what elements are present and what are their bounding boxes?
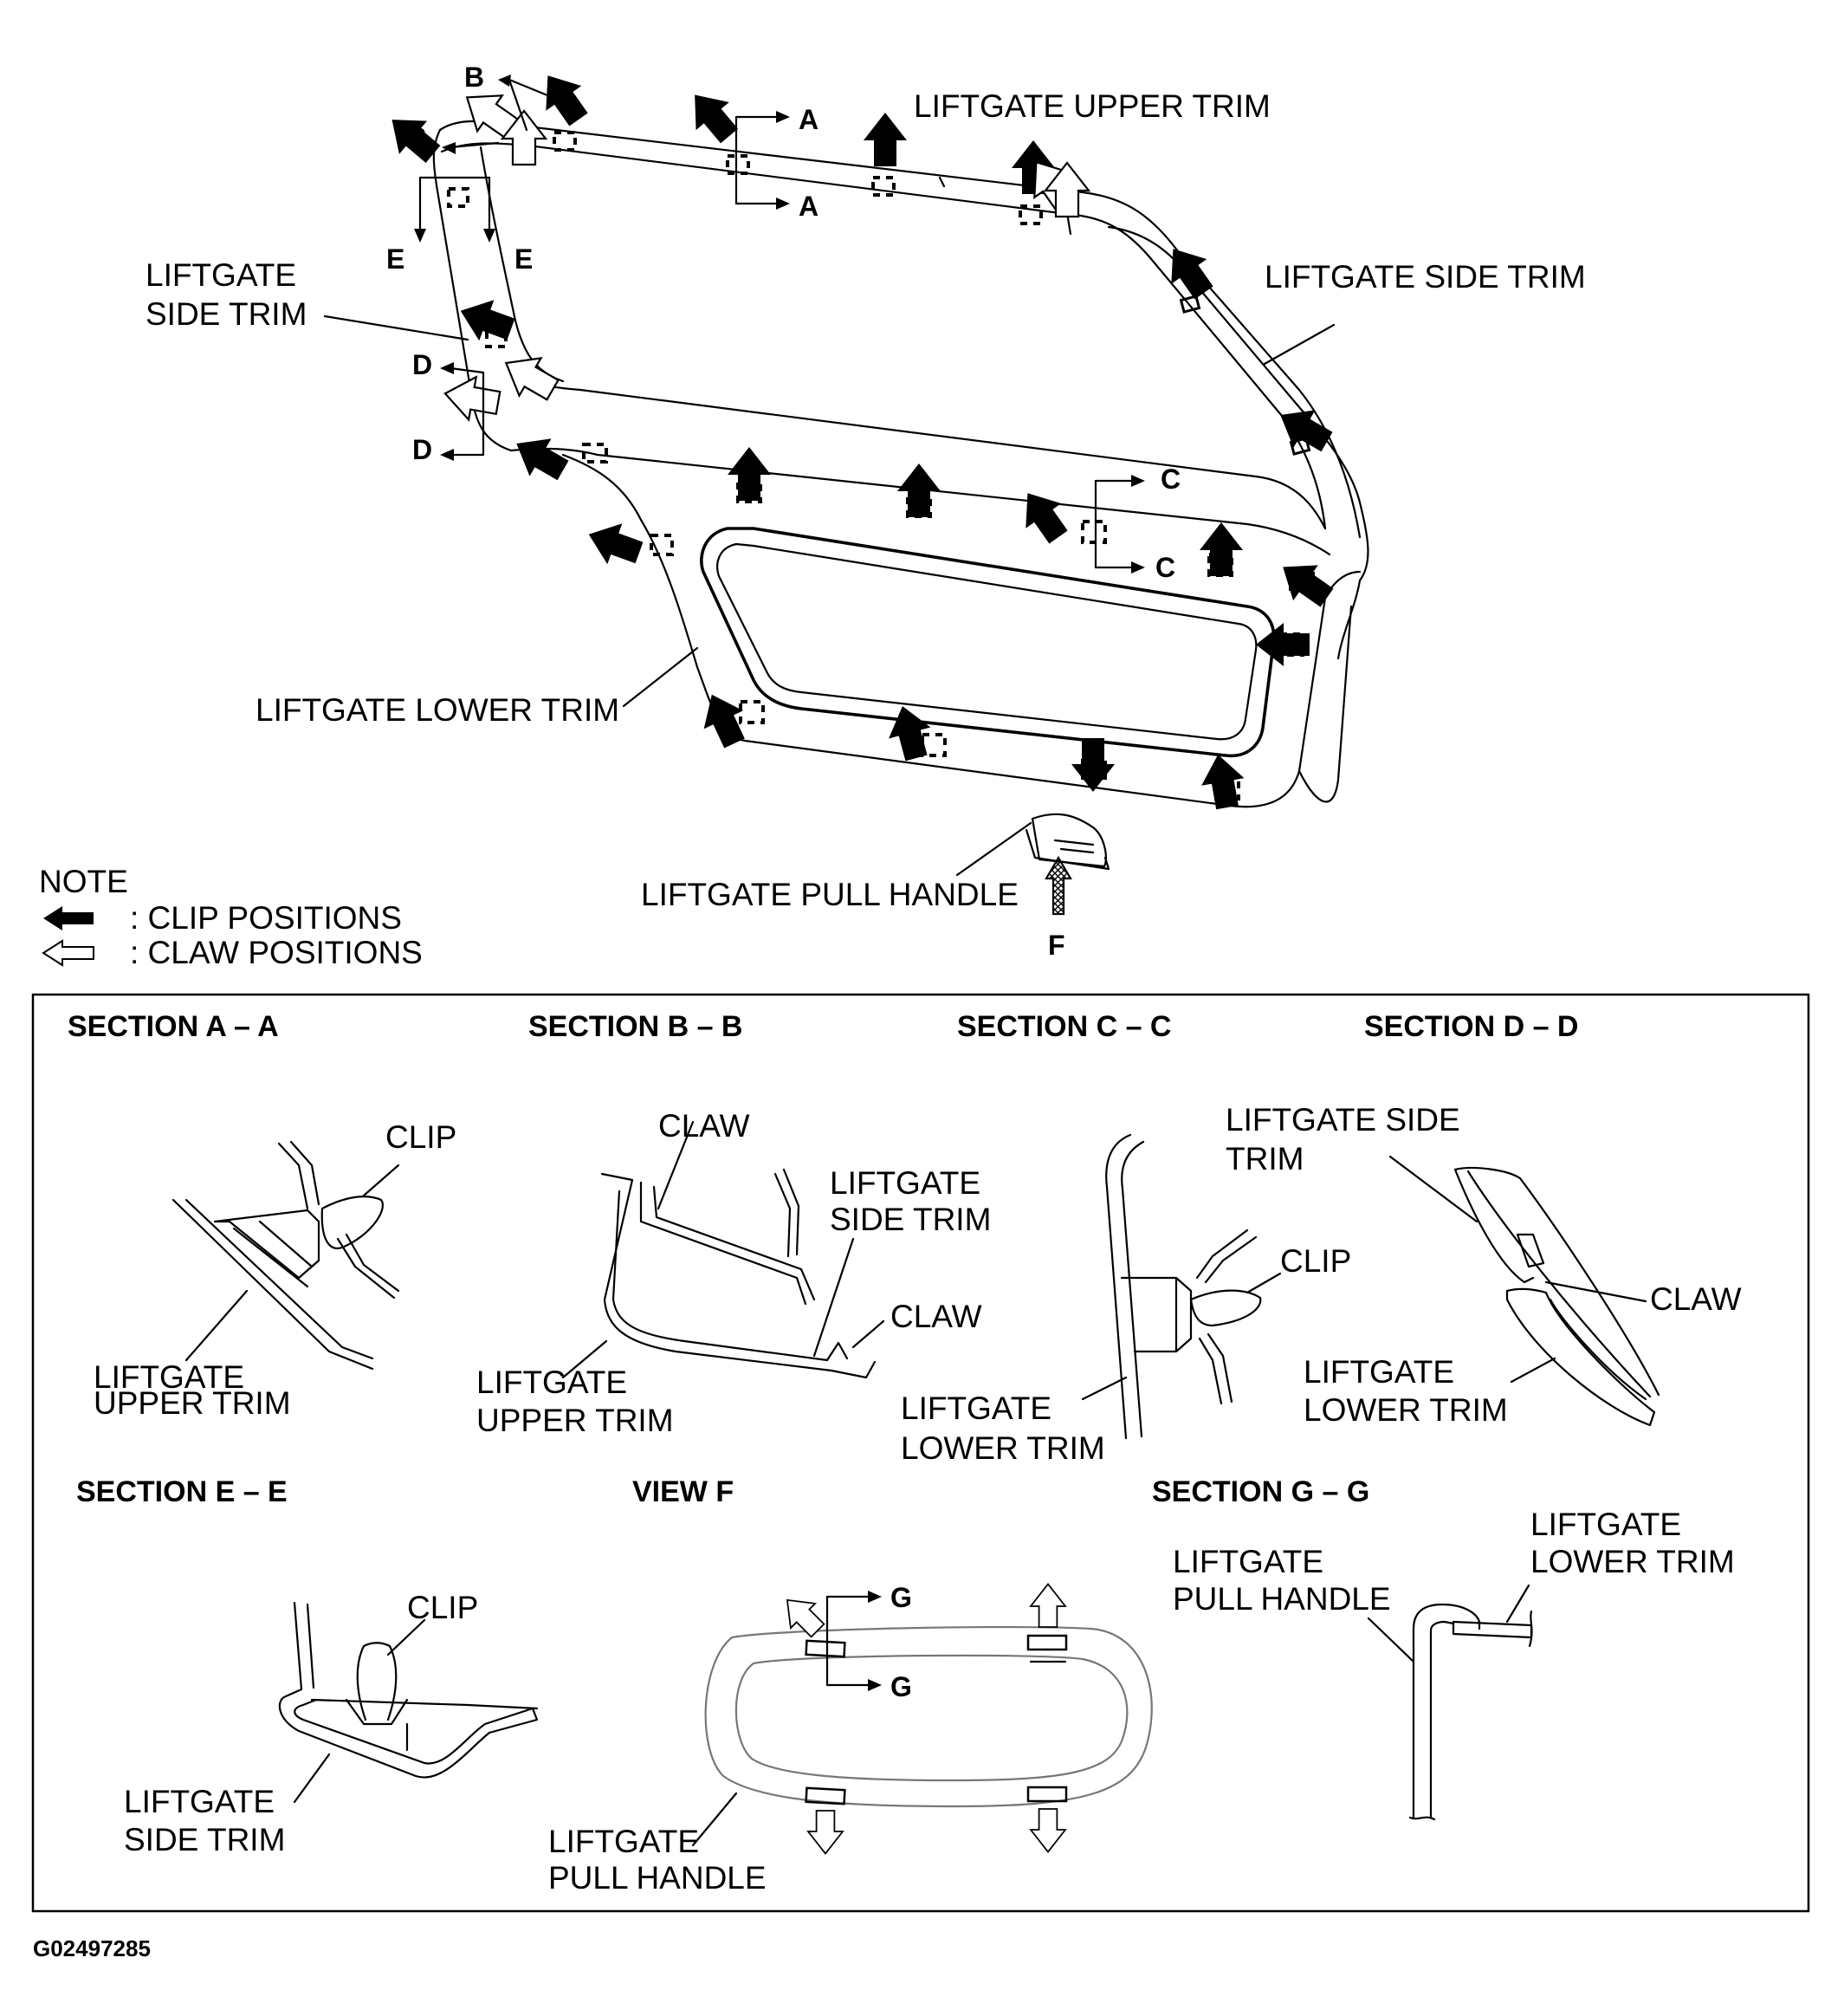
section-d-lower-1: LIFTGATE [1304,1354,1454,1390]
section-a-title: SECTION A – A [68,1010,279,1043]
marker-e-right: E [514,243,533,275]
marker-a-top: A [799,104,818,135]
section-a-clip: CLIP [385,1119,456,1155]
marker-view-f: F [1048,930,1065,961]
figure-code: G02497285 [33,1935,151,1961]
legend: NOTE : CLIP POSITIONS : CLAW POSITIONS [39,864,423,970]
legend-claw: : CLAW POSITIONS [130,935,423,970]
view-f-g-bottom: G [890,1671,912,1702]
section-marker-lines [414,75,1145,574]
label-side-trim-left-1: LIFTGATE [146,257,296,293]
main-liftgate-view: A A B B C C D D E E LIFTGATE UPPER TRIM … [146,62,1586,961]
section-g-handle-1: LIFTGATE [1173,1544,1323,1579]
section-d-claw: CLAW [1650,1281,1742,1317]
marker-e-left: E [386,243,404,275]
view-f-handle-2: PULL HANDLE [548,1860,767,1896]
section-e: SECTION E – E CLIP LIFTGATE SIDE TRIM [76,1475,539,1857]
clip-legend-icon [43,906,94,930]
section-a-trim-1: LIFTGATE [94,1359,244,1395]
marker-a-bottom: A [799,191,818,222]
section-b-claw-top: CLAW [658,1108,750,1144]
section-d-title: SECTION D – D [1364,1010,1578,1043]
section-b-title: SECTION B – B [528,1010,742,1043]
section-g-handle-2: PULL HANDLE [1173,1581,1391,1617]
section-e-side-2: SIDE TRIM [124,1822,285,1857]
pull-handle-shape [1031,813,1108,868]
sections-frame [31,993,1810,1913]
section-d-side-2: TRIM [1226,1141,1304,1177]
section-a: SECTION A – A CLIP LIFTGATE UPPER TRIM [68,1010,456,1421]
section-g-title: SECTION G – G [1152,1475,1369,1508]
marker-b-top: B [464,62,484,93]
section-b-claw-right: CLAW [890,1299,982,1334]
section-c-lower-2: LOWER TRIM [901,1430,1105,1466]
label-side-trim-left-2: SIDE TRIM [146,296,307,332]
section-g: SECTION G – G LIFTGATE PULL HANDLE LIFTG… [1152,1475,1735,1821]
marker-d-bottom: D [412,434,432,465]
section-d-lower-2: LOWER TRIM [1304,1392,1508,1428]
section-b-side-2: SIDE TRIM [830,1202,991,1237]
section-c-clip: CLIP [1280,1243,1351,1279]
section-b-upper-2: UPPER TRIM [476,1403,674,1438]
section-b-side-1: LIFTGATE [830,1165,980,1201]
section-g-lower-1: LIFTGATE [1530,1507,1681,1542]
marker-b-bottom: B [407,122,427,153]
view-f: VIEW F G G LIFTGATE PULL HANDLE [548,1475,1153,1896]
section-d-side-1: LIFTGATE SIDE [1226,1102,1460,1138]
claw-legend-icon [42,939,94,967]
view-f-handle-1: LIFTGATE [548,1824,699,1859]
marker-c-top: C [1161,463,1181,495]
view-f-g-top: G [890,1582,912,1613]
section-b-upper-1: LIFTGATE [476,1365,627,1400]
section-a-trim-2: UPPER TRIM [94,1385,291,1421]
section-c: SECTION C – C CLIP LIFTGATE LOWER TRIM [901,1010,1351,1466]
section-e-clip: CLIP [407,1590,478,1625]
marker-c-bottom: C [1155,552,1175,583]
section-g-lower-2: LOWER TRIM [1530,1544,1735,1579]
label-upper-trim: LIFTGATE UPPER TRIM [914,88,1271,124]
claw-arrows [440,78,1090,916]
section-c-lower-1: LIFTGATE [901,1390,1051,1426]
section-e-side-1: LIFTGATE [124,1784,275,1819]
section-b: SECTION B – B CLAW LIFTGATE SIDE TRIM CL… [476,1010,991,1438]
marker-d-top: D [412,349,432,380]
view-f-title: VIEW F [632,1475,734,1508]
view-f-arrow [1045,855,1072,916]
label-side-trim-right: LIFTGATE SIDE TRIM [1265,259,1586,295]
legend-clip: : CLIP POSITIONS [130,900,402,936]
label-lower-trim: LIFTGATE LOWER TRIM [256,692,619,728]
label-pull-handle: LIFTGATE PULL HANDLE [641,877,1019,912]
section-c-title: SECTION C – C [957,1010,1171,1043]
section-e-title: SECTION E – E [76,1475,288,1508]
legend-title: NOTE [39,864,128,899]
section-d: SECTION D – D LIFTGATE SIDE TRIM CLAW LI… [1226,1010,1742,1428]
